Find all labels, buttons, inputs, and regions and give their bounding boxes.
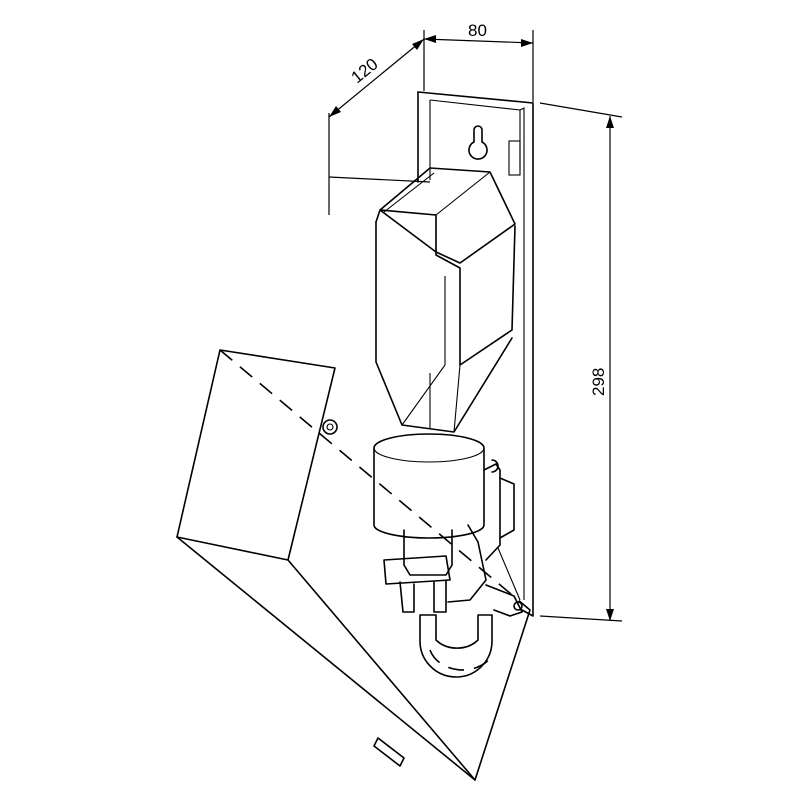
cover-slot bbox=[373, 737, 405, 767]
keyhole-slot bbox=[468, 125, 488, 160]
drip-ring bbox=[419, 614, 493, 678]
height-label: 298 bbox=[589, 368, 608, 396]
lock-icon bbox=[322, 419, 338, 435]
dimension-height: 298 bbox=[539, 102, 623, 622]
front-cover bbox=[176, 349, 531, 781]
wall-bracket bbox=[417, 91, 534, 617]
dispenser-bottle bbox=[375, 167, 516, 433]
dimension-width: 80 bbox=[423, 21, 534, 102]
width-label: 80 bbox=[468, 21, 487, 40]
depth-label: 120 bbox=[348, 54, 382, 87]
pump-mechanism bbox=[373, 433, 523, 617]
